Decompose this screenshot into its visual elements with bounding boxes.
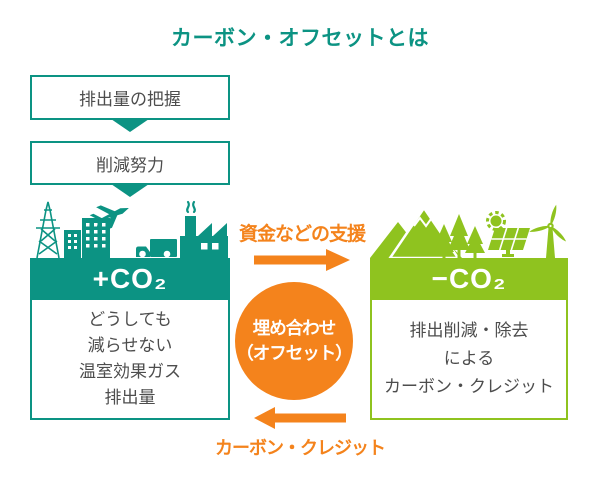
- nature-renewables-illustration: [370, 204, 567, 258]
- transmission-tower-icon: [36, 201, 60, 258]
- flow-step-reduction-effort: 削減努力: [30, 141, 230, 185]
- arrow-right-icon: [254, 249, 350, 271]
- flow-step-label: 削減努力: [96, 155, 164, 175]
- arrow-left-icon: [254, 407, 346, 429]
- carbon-credit-label: カーボン・クレジット: [215, 438, 386, 458]
- down-triangle-icon: [111, 184, 149, 197]
- minus-co2-banner: −CO₂: [370, 258, 568, 300]
- funding-support-label: 資金などの支援: [238, 224, 366, 245]
- left-description-box: どうしても 減らせない 温室効果ガス 排出量: [30, 300, 230, 420]
- plus-co2-banner: +CO₂: [30, 258, 230, 300]
- smoke-icon: [186, 200, 196, 214]
- offset-circle-label: 埋め合わせ （オフセット）: [236, 318, 352, 363]
- airplane-icon: [89, 205, 129, 230]
- buildings-icon: [64, 218, 110, 258]
- sun-gear-icon: [486, 211, 506, 231]
- city-emissions-illustration: [36, 200, 228, 258]
- right-description-box: 排出削減・除去 による カーボン・クレジット: [370, 300, 568, 420]
- left-description-text: どうしても 減らせない 温室効果ガス 排出量: [79, 310, 181, 407]
- trees-icon: [434, 214, 485, 258]
- down-triangle-icon: [111, 119, 149, 132]
- factory-icon: [180, 200, 228, 258]
- solar-panel-icon: [488, 227, 530, 257]
- offset-circle: 埋め合わせ （オフセット）: [235, 282, 353, 400]
- minus-co2-label: −CO₂: [431, 263, 507, 294]
- truck-icon: [136, 239, 177, 258]
- page-title: カーボン・オフセットとは: [171, 27, 429, 50]
- flow-step-grasp-emissions: 排出量の把握: [30, 75, 230, 120]
- right-description-text: 排出削減・除去 による カーボン・クレジット: [384, 321, 554, 396]
- wind-turbine-icon: [529, 204, 567, 258]
- plus-co2-label: +CO₂: [92, 263, 168, 294]
- flow-step-label: 排出量の把握: [79, 90, 181, 109]
